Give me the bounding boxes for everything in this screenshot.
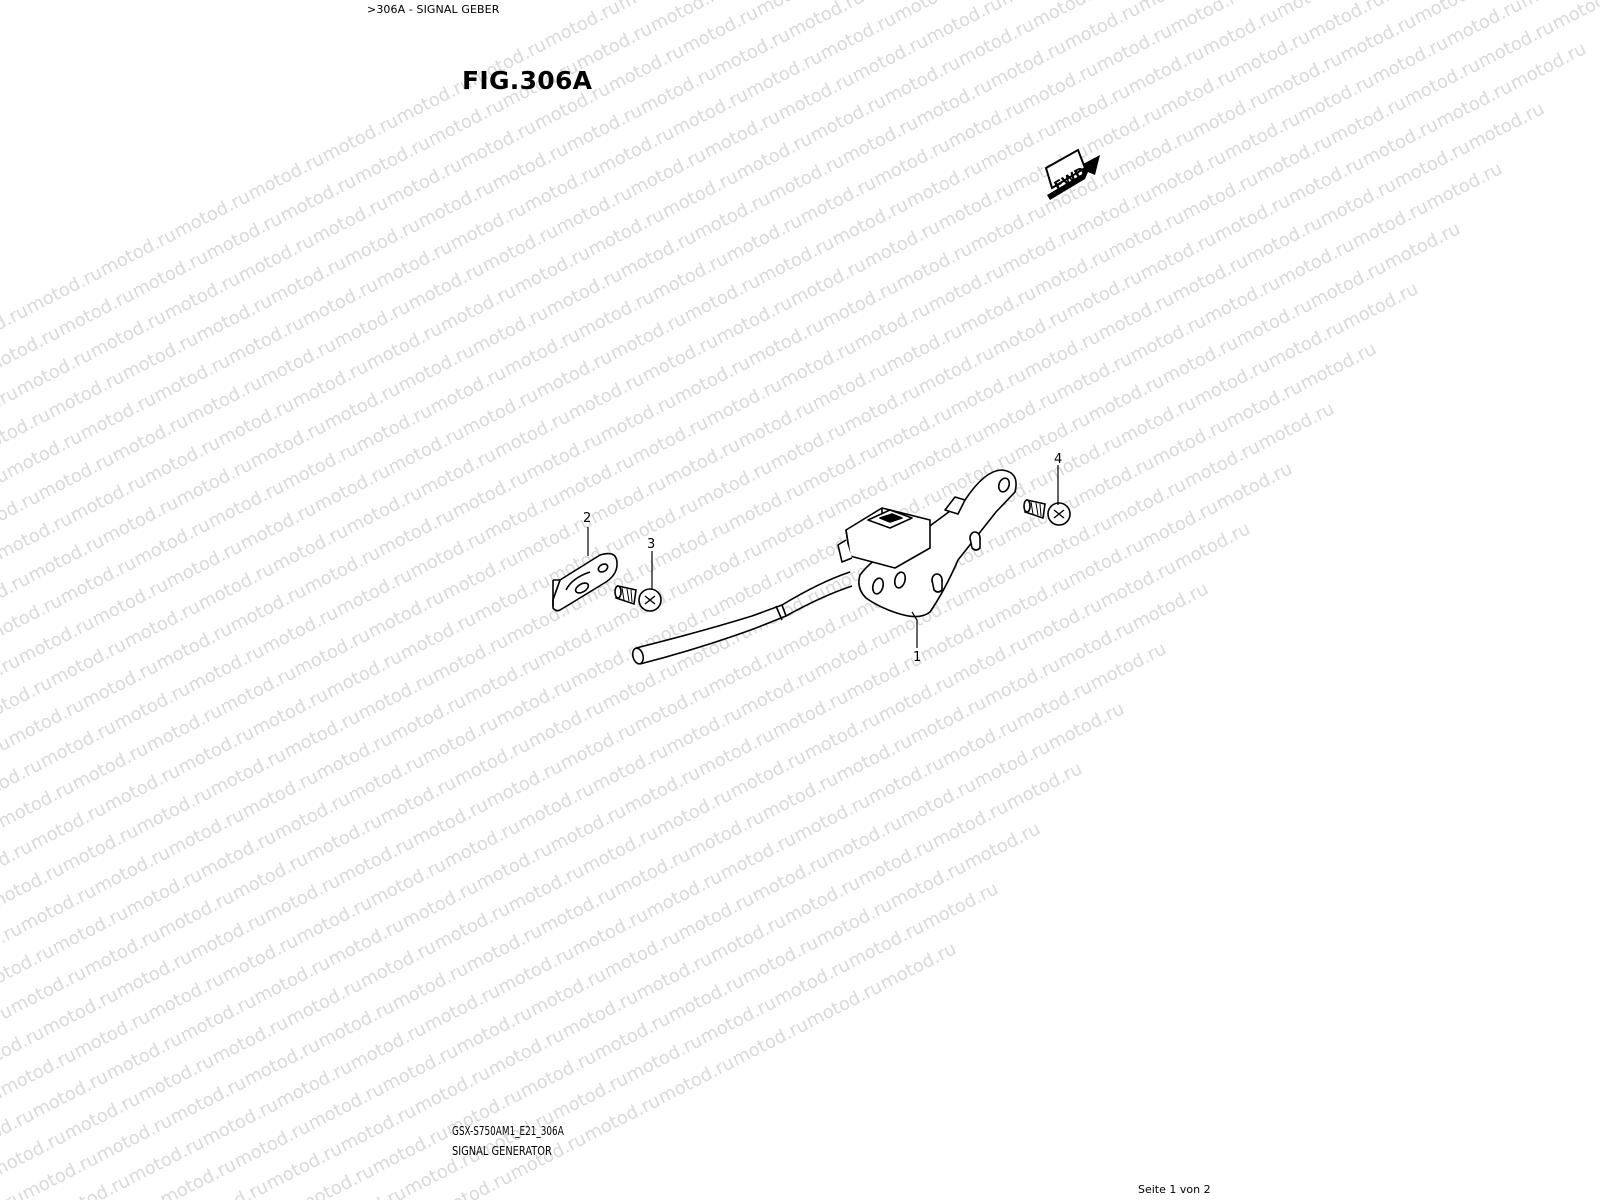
part-4-screw: [1023, 499, 1071, 526]
part-3-screw: [614, 585, 662, 612]
breadcrumb: >306A - SIGNAL GEBER: [367, 3, 500, 16]
part-2-plate: [552, 552, 618, 612]
callout-2: 2: [583, 511, 591, 526]
callouts: [587, 465, 1059, 648]
callout-1: 1: [913, 650, 921, 665]
page-number: Seite 1 von 2: [1138, 1183, 1211, 1196]
callout-3: 3: [647, 537, 655, 552]
part-1-signal-generator: [631, 469, 1017, 665]
fwd-arrow-icon: FWD: [1044, 148, 1100, 200]
model-code: GSX-S750AM1_E21_306A: [452, 1124, 564, 1138]
figure-title: FIG.306A: [462, 66, 593, 95]
callout-4: 4: [1054, 452, 1062, 467]
part-name: SIGNAL GENERATOR: [452, 1144, 552, 1158]
